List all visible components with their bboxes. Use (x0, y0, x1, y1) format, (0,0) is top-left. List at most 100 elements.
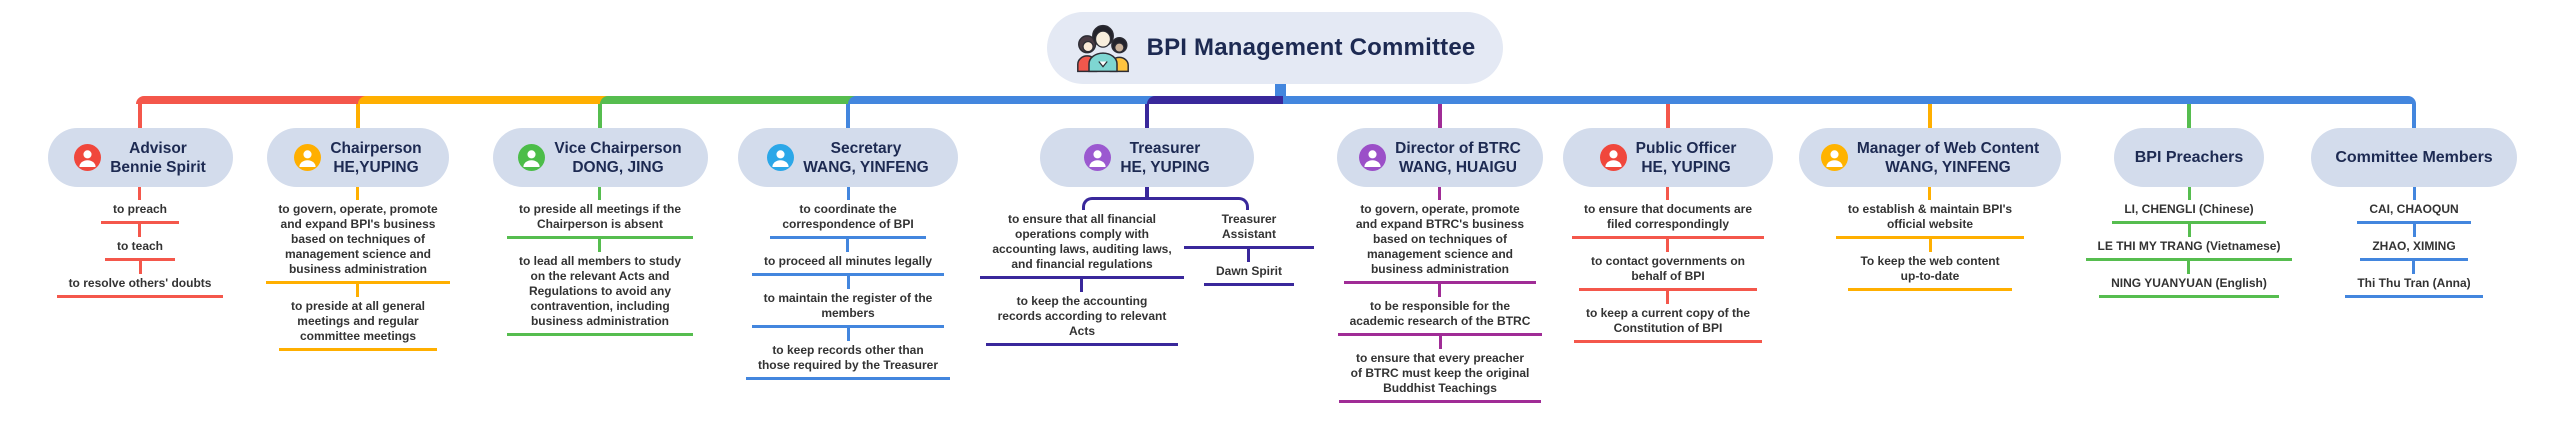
trunk-center-connector (1275, 84, 1286, 100)
connector-line (138, 104, 142, 128)
task-item: to be responsible for the academic resea… (1337, 284, 1543, 336)
task-item: to keep the accounting records according… (985, 279, 1179, 346)
connector-line (1666, 104, 1670, 128)
connector-line (1928, 187, 1932, 200)
task-item: to resolve others' doubts (56, 261, 224, 298)
member-item: LI, CHENGLI (Chinese) (2112, 187, 2266, 224)
task-item: to preside all meetings if the Chairpers… (506, 187, 694, 239)
node-title: Chairperson (330, 139, 422, 157)
connector-line (1666, 187, 1670, 200)
assistant-name: Dawn Spirit (1203, 262, 1294, 286)
task-label: to preside all meetings if the Chairpers… (506, 200, 694, 239)
task-item: to ensure that every preacher of BTRC mu… (1338, 336, 1542, 403)
task-label: to establish & maintain BPI's official w… (1835, 200, 2025, 239)
task-item: to govern, operate, promote and expand B… (1343, 187, 1537, 284)
connector-line (1247, 249, 1251, 262)
connector-line (598, 239, 602, 252)
task-label: to maintain the register of the members (751, 289, 945, 328)
connector-line (1438, 104, 1442, 128)
connector-line (2187, 187, 2191, 200)
person-icon (294, 144, 322, 171)
task-label: to keep the accounting records according… (985, 292, 1179, 346)
task-label: to keep a current copy of the Constituti… (1573, 304, 1763, 343)
task-item: to establish & maintain BPI's official w… (1835, 187, 2025, 239)
task-label: to govern, operate, promote and expand B… (266, 200, 450, 284)
connector-line (1666, 291, 1670, 304)
person-icon (1820, 144, 1848, 171)
trunk-segment-treasurer (1147, 96, 1283, 104)
connector-line (846, 239, 850, 252)
node-name: WANG, YINFENG (803, 158, 929, 176)
task-label: to be responsible for the academic resea… (1337, 297, 1543, 336)
connector-line (846, 328, 850, 341)
task-item: to ensure that all financial operations … (980, 210, 1184, 279)
connector-line (1438, 284, 1442, 297)
connector-line (1145, 187, 1149, 197)
member-name: LE THI MY TRANG (Vietnamese) (2085, 237, 2293, 261)
connector-line (846, 187, 850, 200)
node-title: Secretary (830, 139, 902, 157)
task-label: to ensure that every preacher of BTRC mu… (1338, 349, 1542, 403)
task-item: to maintain the register of the members (751, 276, 945, 328)
connector-line (356, 284, 360, 297)
org-node-committee-members: Committee Members (2311, 128, 2517, 187)
task-label: to coordinate the correspondence of BPI (770, 200, 926, 239)
connector-line (2187, 104, 2191, 128)
task-item: to lead all members to study on the rele… (506, 239, 694, 336)
connector-line (356, 187, 360, 200)
task-label: to teach (104, 237, 175, 261)
task-item: to preside at all general meetings and r… (278, 284, 438, 351)
committee-header: BPI Management Committee (1047, 12, 1503, 84)
connector-line (138, 261, 142, 274)
task-label: to preach (100, 200, 179, 224)
member-item: ZHAO, XIMING (2360, 224, 2468, 261)
node-title: Treasurer (1129, 139, 1201, 157)
connector-line (846, 104, 850, 128)
trunk-segment-secretary (848, 96, 1283, 104)
node-name: WANG, YINFENG (1885, 158, 2011, 176)
member-name: LI, CHENGLI (Chinese) (2112, 200, 2266, 224)
connector-line (2412, 187, 2416, 200)
node-name: DONG, JING (572, 158, 664, 176)
task-label: to keep records other than those require… (745, 341, 951, 380)
split-connector (1082, 197, 1249, 210)
member-name: ZHAO, XIMING (2360, 237, 2468, 261)
connector-line (1438, 187, 1442, 200)
assistant-title: Treasurer Assistant (1184, 210, 1314, 249)
node-title: Public Officer (1635, 139, 1737, 157)
connector-line (598, 187, 602, 200)
node-title: Vice Chairperson (554, 139, 682, 157)
connector-line (1666, 239, 1670, 252)
connector-line (1145, 104, 1149, 128)
person-icon (1084, 144, 1112, 171)
connector-line (2412, 224, 2416, 237)
member-name: NING YUANYUAN (English) (2099, 274, 2279, 298)
node-title: Committee Members (2335, 149, 2493, 166)
node-name: HE, YUPING (1120, 158, 1210, 176)
assistant-name-item: Dawn Spirit (1203, 249, 1294, 286)
task-label: To keep the web content up-to-date (1848, 252, 2012, 291)
connector-line (138, 224, 142, 237)
task-item: to teach (104, 224, 175, 261)
task-item: to contact governments on behalf of BPI (1578, 239, 1757, 291)
person-icon (1359, 144, 1387, 171)
node-title: BPI Preachers (2134, 149, 2244, 166)
connector-line (1928, 239, 1932, 252)
node-name: WANG, HUAIGU (1399, 158, 1517, 176)
person-icon (767, 144, 795, 171)
connector-line (356, 104, 360, 128)
org-node-bpi-preachers: BPI Preachers (2114, 128, 2264, 187)
task-item: To keep the web content up-to-date (1848, 239, 2012, 291)
connector-line (2412, 261, 2416, 274)
branch-committee-members: Committee Members CAI, CHAOQUN ZHAO, XIM… (2304, 104, 2524, 298)
member-item: NING YUANYUAN (English) (2099, 261, 2279, 298)
